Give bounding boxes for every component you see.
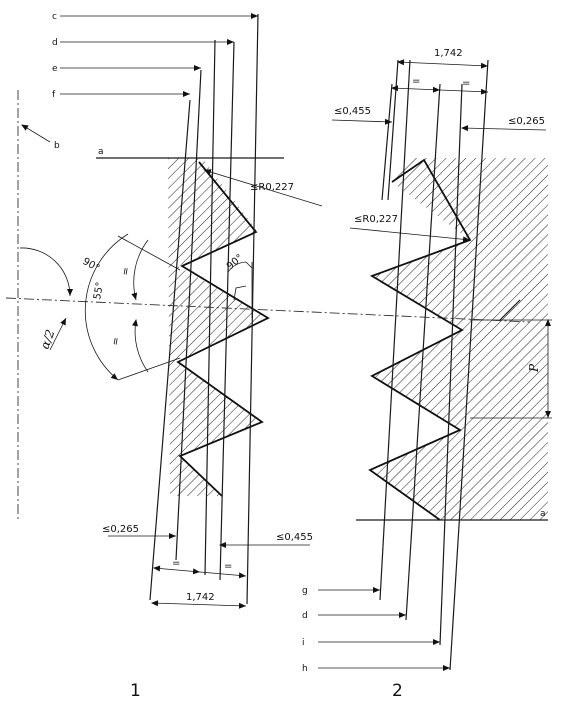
half-angle: α/2 [38,328,58,351]
part2-thread-section [318,59,552,671]
angle-90-left: 90° [81,256,102,274]
part1-thread-profile [176,161,270,497]
part-1-label: 1 [130,681,141,701]
label-a-bottom: a [540,509,546,519]
label-b: b [54,141,60,151]
label-i: i [302,638,305,648]
tol-455-left: ≤0,455 [276,532,313,543]
angle-55: 55° [92,281,106,300]
label-f: f [52,90,56,100]
part-2-label: 2 [392,681,403,701]
part1-thread-section [60,13,284,605]
part2-hatched-region [370,158,548,520]
width-left: 1,742 [186,592,215,603]
radius-label-2: ≤R0,227 [354,214,398,225]
tol-265-right: ≤0,265 [508,116,545,127]
equal-top-2: = [462,78,470,89]
equal-top-1: = [412,76,420,87]
label-g: g [302,586,308,596]
label-h: h [302,664,308,674]
tol-455-right: ≤0,455 [334,106,371,117]
equal-angle-2: = [110,336,122,346]
label-d-bottom: d [302,611,308,621]
pitch-label: P [527,363,541,373]
equal-bottom-2: = [224,561,232,572]
equal-angle-1: = [120,266,132,276]
part1-bottom-dimensions [108,533,310,609]
part2-thread-profile [368,158,472,521]
label-e: e [52,64,58,74]
part1-hatched-region [168,158,268,496]
tol-265-left: ≤0,265 [102,524,139,535]
label-c: c [52,12,57,22]
label-d-top: d [52,38,58,48]
width-right: 1,742 [434,48,463,59]
radius-label-1: ≤R0,227 [250,182,294,193]
label-a-top: a [98,147,104,157]
equal-bottom-1: = [172,558,180,569]
